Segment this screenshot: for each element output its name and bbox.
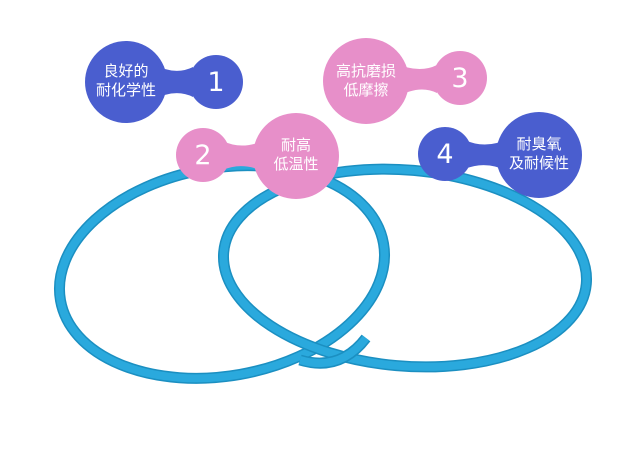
feature-2-bubble <box>176 113 339 199</box>
feature-2-label: 耐高 低温性 <box>273 136 319 173</box>
feature-2-number: 2 <box>194 140 212 171</box>
feature-1-label: 良好的 耐化学性 <box>95 62 156 99</box>
feature-1-number: 1 <box>207 67 225 98</box>
feature-3-number: 3 <box>451 63 469 94</box>
feature-3: 高抗磨损 低摩擦 3 <box>323 38 488 126</box>
o-ring-right <box>217 163 593 373</box>
feature-1: 良好的 耐化学性 1 <box>83 41 243 128</box>
feature-2: 2 耐高 低温性 <box>175 113 340 201</box>
feature-3-bubble <box>323 38 487 124</box>
feature-4: 4 耐臭氧 及耐候性 <box>418 112 584 200</box>
feature-4-bubble <box>418 112 582 198</box>
feature-1-bubble <box>85 41 243 123</box>
feature-3-label: 高抗磨损 低摩擦 <box>335 62 396 99</box>
feature-4-label: 耐臭氧 及耐候性 <box>508 135 569 172</box>
feature-4-number: 4 <box>436 139 454 170</box>
